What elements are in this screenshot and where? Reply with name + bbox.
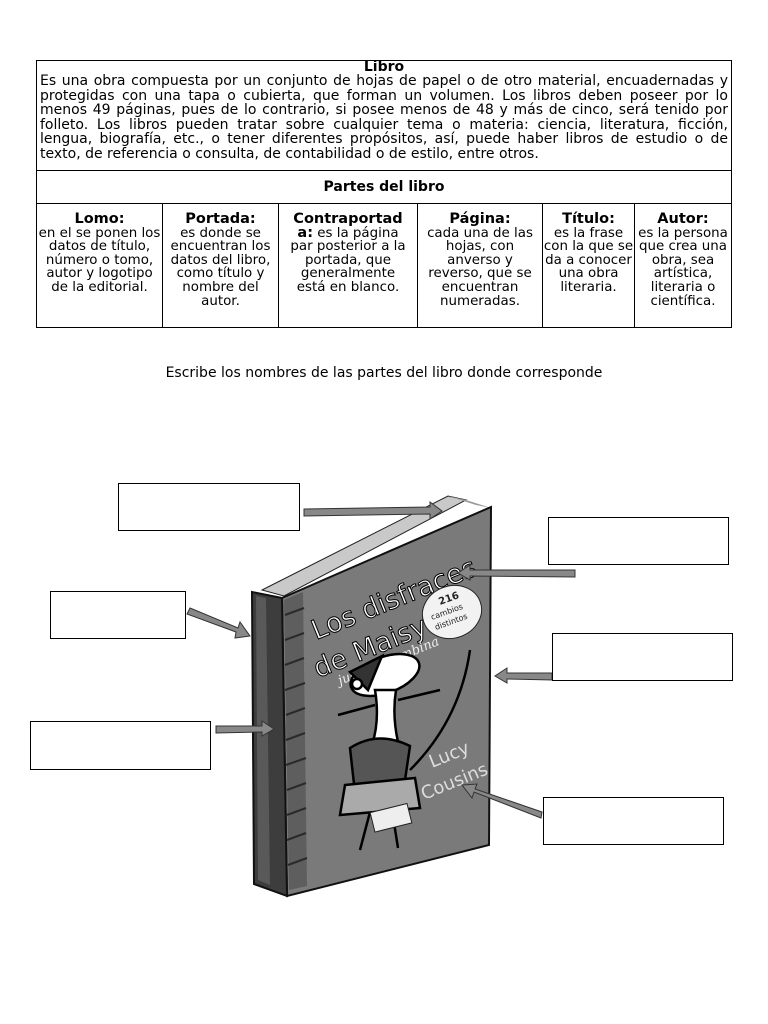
part-desc: es la página par posterior a la portada,… (290, 225, 406, 295)
barcode (369, 802, 413, 833)
answer-box-top-right[interactable] (548, 517, 729, 565)
part-desc: cada una de las hojas, con anverso y rev… (427, 225, 533, 309)
answer-box-lower-left[interactable] (30, 721, 211, 770)
arrow-icon (186, 607, 251, 639)
part-term: Página: (449, 211, 511, 227)
part-desc: es la frase con la que se da a conocer u… (543, 225, 634, 295)
part-desc: es donde se encuentran los datos del lib… (170, 225, 271, 309)
part-term: Lomo: (74, 211, 125, 227)
arrow-icon (461, 783, 543, 819)
part-cell-lomo: Lomo: en el se ponen los datos de título… (37, 204, 163, 328)
part-term: Título: (562, 211, 615, 227)
definition-title: Libro (363, 61, 405, 75)
binding-pattern (284, 607, 308, 866)
definition-text: Es una obra compuesta por un conjunto de… (40, 73, 728, 162)
part-term: Contraportada: (293, 211, 403, 241)
maisy-character (337, 649, 472, 851)
part-cell-autor: Autor: es la persona que crea una obra, … (635, 204, 731, 328)
answer-box-top-left[interactable] (118, 483, 300, 531)
part-cell-contraportada: Contraportada: es la página par posterio… (279, 204, 418, 328)
info-table: Libro Es una obra compuesta por un conju… (36, 60, 732, 328)
part-desc: es la persona que crea una obra, sea art… (638, 225, 728, 309)
part-term: Portada: (185, 211, 256, 227)
answer-box-bottom-right[interactable] (543, 797, 724, 845)
answer-box-middle-right[interactable] (552, 633, 733, 681)
part-cell-pagina: Página: cada una de las hojas, con anver… (418, 204, 543, 328)
definition-cell: Libro Es una obra compuesta por un conju… (37, 61, 731, 171)
arrow-icon (215, 720, 275, 737)
pointer-arrows (186, 501, 576, 819)
arrow-icon (457, 564, 576, 581)
arrow-icon (303, 501, 443, 520)
part-cell-portada: Portada: es donde se encuentran los dato… (163, 204, 279, 328)
part-cell-titulo: Título: es la frase con la que se da a c… (543, 204, 635, 328)
answer-box-spine[interactable] (50, 591, 186, 639)
instruction-text: Escribe los nombres de las partes del li… (165, 365, 603, 381)
book-badge (421, 585, 483, 639)
parts-title: Partes del libro (37, 171, 731, 204)
part-term: Autor: (657, 211, 709, 227)
arrow-icon (494, 667, 553, 684)
part-desc: en el se ponen los datos de título, núme… (38, 225, 161, 295)
parts-row: Lomo: en el se ponen los datos de título… (37, 204, 731, 328)
